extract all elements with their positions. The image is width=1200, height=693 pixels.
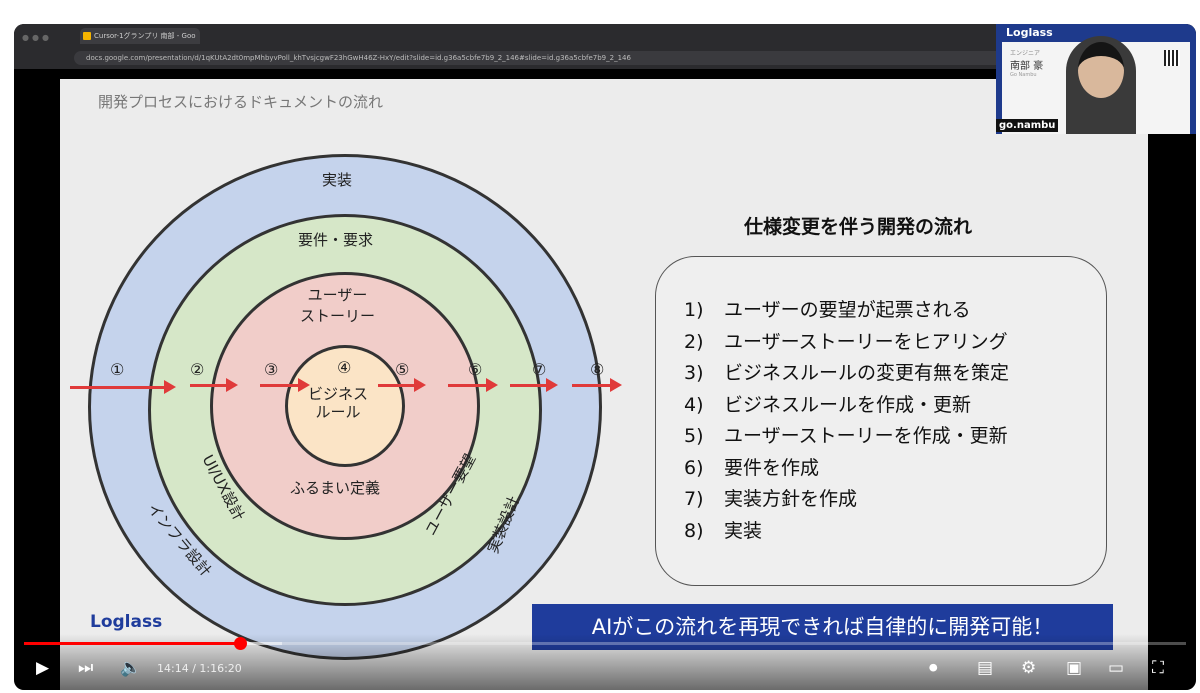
- cam-role: エンジニア: [1010, 50, 1041, 57]
- label-implementation: 実装: [322, 171, 353, 189]
- cam-username: go.nambu: [996, 119, 1059, 132]
- step-item: 8)実装: [684, 519, 763, 542]
- volume-icon[interactable]: 🔈: [120, 658, 142, 678]
- subtitles-icon[interactable]: ▤: [977, 658, 994, 678]
- browser-tab[interactable]: Cursor-1グランプリ 南部 - Goo: [80, 28, 200, 44]
- time-display: 14:14 / 1:16:20: [157, 662, 242, 675]
- step-item: 5)ユーザーストーリーを作成・更新: [684, 425, 1008, 447]
- window-controls[interactable]: ●●●: [22, 33, 52, 42]
- marker-3: ③: [264, 360, 279, 379]
- theater-mode-icon[interactable]: ▭: [1108, 658, 1125, 678]
- arrow-7: [510, 378, 558, 392]
- label-business-rule: ビジネス ルール: [308, 385, 369, 421]
- slide-title: 開発プロセスにおけるドキュメントの流れ: [98, 93, 384, 111]
- step-item: 4)ビジネスルールを作成・更新: [684, 393, 972, 416]
- play-icon[interactable]: ▶: [36, 658, 50, 678]
- arrow-5: [378, 378, 426, 392]
- label-user-story: ユーザー ストーリー: [300, 286, 376, 325]
- presenter-face: [1078, 42, 1124, 98]
- step-item: 7)実装方針を作成: [684, 488, 858, 510]
- step-item: 6)要件を作成: [684, 456, 820, 479]
- cam-brand: Loglass: [1006, 26, 1053, 39]
- arrow-6: [448, 378, 498, 392]
- marker-5: ⑤: [395, 360, 410, 379]
- marker-7: ⑦: [532, 360, 547, 379]
- miniplayer-icon[interactable]: ▣: [1066, 658, 1083, 678]
- step-item: 3)ビジネスルールの変更有無を策定: [684, 362, 1010, 384]
- step-item: 2)ユーザーストーリーをヒアリング: [684, 330, 1008, 353]
- label-requirements: 要件・要求: [298, 231, 374, 249]
- slide: 開発プロセスにおけるドキュメントの流れ 実装 要件・要求 ユーザー ストーリー …: [60, 79, 1148, 690]
- loglass-logo: Loglass: [90, 612, 163, 632]
- progress-bar[interactable]: [24, 637, 1186, 650]
- arrow-1: [70, 380, 176, 394]
- ring-core: [285, 345, 405, 467]
- marker-2: ②: [190, 360, 205, 379]
- fullscreen-icon[interactable]: ⛶: [1152, 658, 1164, 678]
- qr-code-icon: [1164, 50, 1180, 66]
- arrow-8: [572, 378, 622, 392]
- marker-8: ⑧: [590, 360, 605, 379]
- label-behavior: ふるまい定義: [290, 479, 381, 497]
- marker-6: ⑥: [468, 360, 483, 379]
- webcam-overlay: Loglass エンジニア 南部 豪 Go Nambu go.nambu: [996, 24, 1196, 134]
- marker-4: ④: [337, 358, 352, 377]
- flow-title: 仕様変更を伴う開発の流れ: [744, 216, 973, 238]
- progress-knob[interactable]: [234, 637, 247, 650]
- video-player[interactable]: ●●● Cursor-1グランプリ 南部 - Goo docs.google.c…: [14, 24, 1196, 690]
- next-icon[interactable]: ⏭: [78, 658, 94, 678]
- marker-1: ①: [110, 360, 125, 379]
- steps-box: 1)ユーザーの要望が起票される 2)ユーザーストーリーをヒアリング 3)ビジネス…: [655, 256, 1107, 586]
- player-controls: ▶ ⏭ 🔈 14:14 / 1:16:20 ⏺ ▤ ⚙ ▣ ▭ ⛶: [14, 634, 1196, 690]
- address-bar[interactable]: docs.google.com/presentation/d/1qKUtA2dt…: [74, 51, 1006, 65]
- cam-romaji: Go Nambu: [1010, 72, 1037, 78]
- autoplay-toggle-icon[interactable]: ⏺: [929, 658, 938, 678]
- arrow-2: [190, 378, 238, 392]
- settings-gear-icon[interactable]: ⚙: [1021, 658, 1037, 678]
- cam-name: 南部 豪: [1010, 61, 1044, 72]
- arrow-3: [260, 378, 310, 392]
- step-item: 1)ユーザーの要望が起票される: [684, 299, 971, 321]
